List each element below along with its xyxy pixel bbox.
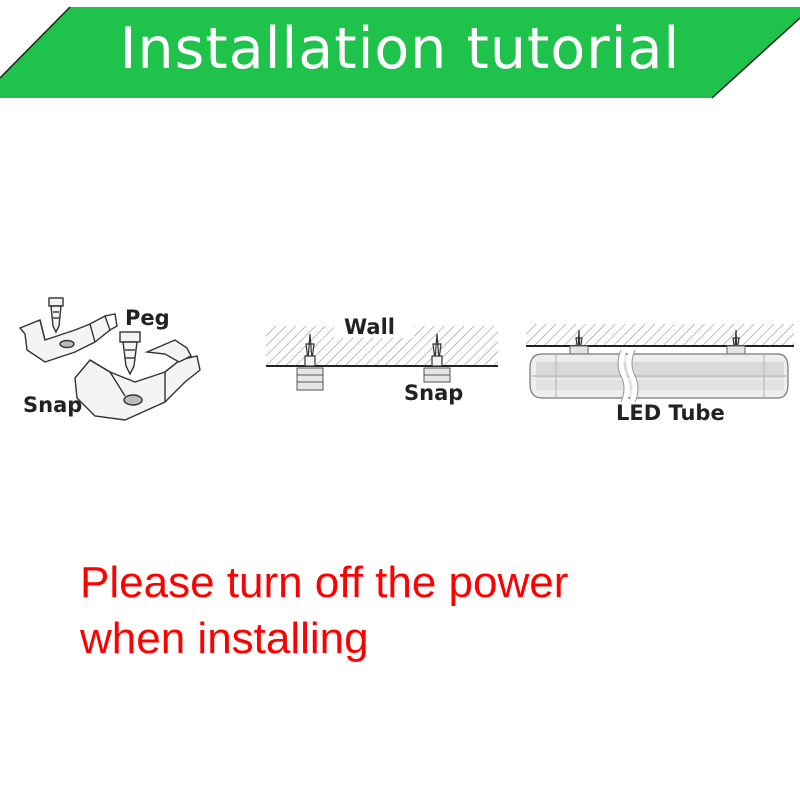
small-peg [48, 297, 64, 334]
wall-snap-label: Snap [404, 381, 463, 405]
large-snap-clip [74, 339, 201, 421]
page-title: Installation tutorial [119, 16, 681, 82]
wall-peg-left [304, 333, 316, 367]
snap-label: Snap [23, 393, 82, 417]
power-warning: Please turn off the power when installin… [80, 555, 780, 667]
ceiling [526, 324, 794, 346]
led-tube-diagram: LED Tube [526, 324, 794, 425]
wall-peg-right [431, 333, 443, 367]
large-peg [119, 331, 141, 376]
title-banner [0, 6, 800, 99]
warning-line-2: when installing [80, 614, 369, 663]
wall-snap-left [296, 367, 324, 391]
small-snap-clip [18, 313, 118, 363]
peg-and-snap-diagram: Peg Snap [18, 297, 201, 421]
wall-mount-diagram: Wall Snap [266, 315, 498, 405]
wall-label: Wall [344, 315, 395, 339]
warning-line-1: Please turn off the power [80, 558, 569, 607]
led-tube [529, 353, 789, 399]
led-tube-label: LED Tube [616, 401, 725, 425]
peg-label: Peg [125, 306, 170, 330]
wall-snap-right [423, 367, 451, 383]
